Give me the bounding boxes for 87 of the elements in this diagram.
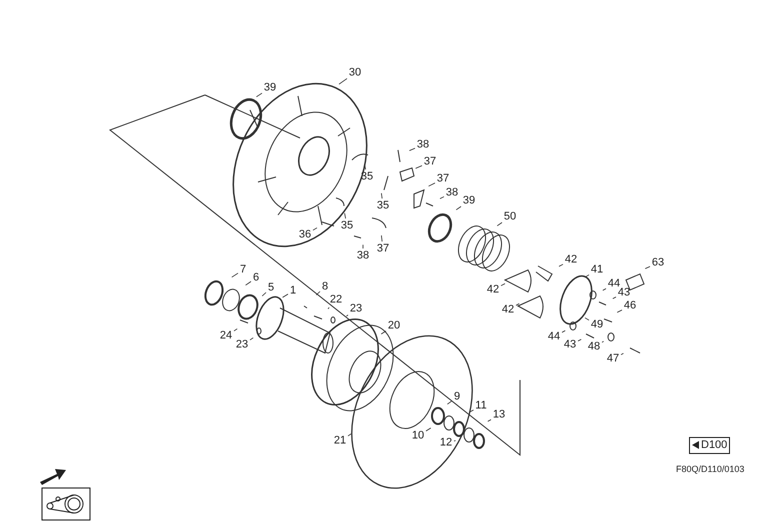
leader-line: [409, 148, 416, 151]
leader-line: [348, 433, 352, 436]
leader-line: [612, 296, 616, 299]
callout-number: 12: [440, 436, 452, 450]
callout-number: 42: [502, 304, 514, 316]
callout-number: 36: [298, 228, 312, 242]
leader-line: [456, 206, 462, 210]
callout-number: 37: [424, 156, 436, 168]
callout-number: 48: [588, 340, 600, 354]
callout-number: 1: [290, 284, 296, 298]
callout-number: 42: [564, 254, 578, 266]
callout-number: 8: [322, 280, 328, 294]
leader-line: [426, 428, 432, 432]
callout-number: 6: [252, 272, 260, 284]
callout-number: 42: [486, 284, 500, 296]
callout-number: 46: [624, 300, 636, 312]
leader-line: [487, 419, 492, 422]
leader-line: [338, 78, 348, 85]
callout-number: 22: [330, 294, 342, 306]
callout-number: 38: [446, 186, 458, 200]
callout-number: 11: [475, 400, 487, 412]
callout-number: 35: [376, 200, 390, 212]
leader-line: [516, 303, 520, 306]
callout-number: 63: [652, 256, 664, 270]
leader-line: [644, 266, 650, 269]
callout-number: 43: [618, 286, 630, 300]
callout-number: 24: [220, 330, 232, 342]
page-reference-label: D100: [689, 437, 730, 454]
callout-number: 50: [504, 210, 516, 224]
callout-number: 23: [350, 302, 362, 316]
leader-line: [500, 283, 506, 286]
leader-line: [447, 400, 452, 405]
leader-line: [428, 182, 436, 187]
callout-number: 47: [606, 352, 620, 366]
callout-number: 44: [548, 330, 560, 344]
callout-number: 35: [340, 220, 354, 232]
leader-line: [496, 222, 502, 226]
callout-number: 39: [462, 194, 476, 208]
leader-line: [282, 294, 288, 298]
leader-line: [381, 192, 382, 199]
leader-line: [562, 330, 566, 333]
leader-line: [256, 92, 262, 98]
callout-number: 5: [268, 282, 274, 294]
leader-line: [234, 328, 238, 332]
callout-number: 21: [334, 434, 346, 448]
leader-line: [231, 272, 238, 278]
leader-line: [620, 353, 624, 356]
leader-line: [262, 292, 266, 296]
leader-line: [312, 227, 318, 231]
callout-number: 37: [376, 242, 390, 256]
callout-number: 30: [348, 66, 362, 80]
callout-number: 41: [590, 264, 604, 276]
leader-line: [346, 314, 348, 317]
leader-line: [584, 274, 590, 278]
leader-line: [245, 281, 252, 286]
callout-number: 20: [388, 320, 400, 332]
leader-line: [602, 288, 606, 291]
leader-line: [328, 307, 330, 310]
leader-line: [316, 291, 320, 296]
leader-line: [558, 264, 564, 267]
leader-line: [250, 337, 254, 340]
callout-number: 44: [608, 278, 620, 290]
leader-line: [381, 235, 382, 242]
leader-line: [454, 440, 456, 442]
leader-line: [364, 164, 366, 170]
leader-line: [344, 212, 346, 219]
leader-line: [468, 410, 474, 413]
callout-number: 9: [454, 390, 460, 404]
drawing-number: F80Q/D110/0103: [676, 464, 744, 475]
callout-number: 13: [492, 408, 506, 422]
callout-number: 37: [436, 172, 450, 186]
leader-line: [584, 317, 590, 321]
leader-line: [440, 196, 444, 199]
leader-line: [415, 165, 422, 169]
leader-line: [602, 341, 604, 343]
leader-line: [380, 330, 386, 334]
callout-number: 10: [412, 430, 424, 442]
leader-line: [362, 244, 364, 249]
callout-number: 23: [236, 338, 248, 352]
callout-number: 49: [590, 318, 604, 332]
callout-number: 43: [564, 338, 576, 352]
callout-number: 39: [264, 82, 276, 94]
callout-number: 38: [416, 138, 430, 152]
leader-line: [578, 339, 582, 342]
callout-number: 7: [240, 264, 246, 276]
callout-number: 38: [356, 250, 370, 262]
leader-line: [616, 310, 622, 313]
